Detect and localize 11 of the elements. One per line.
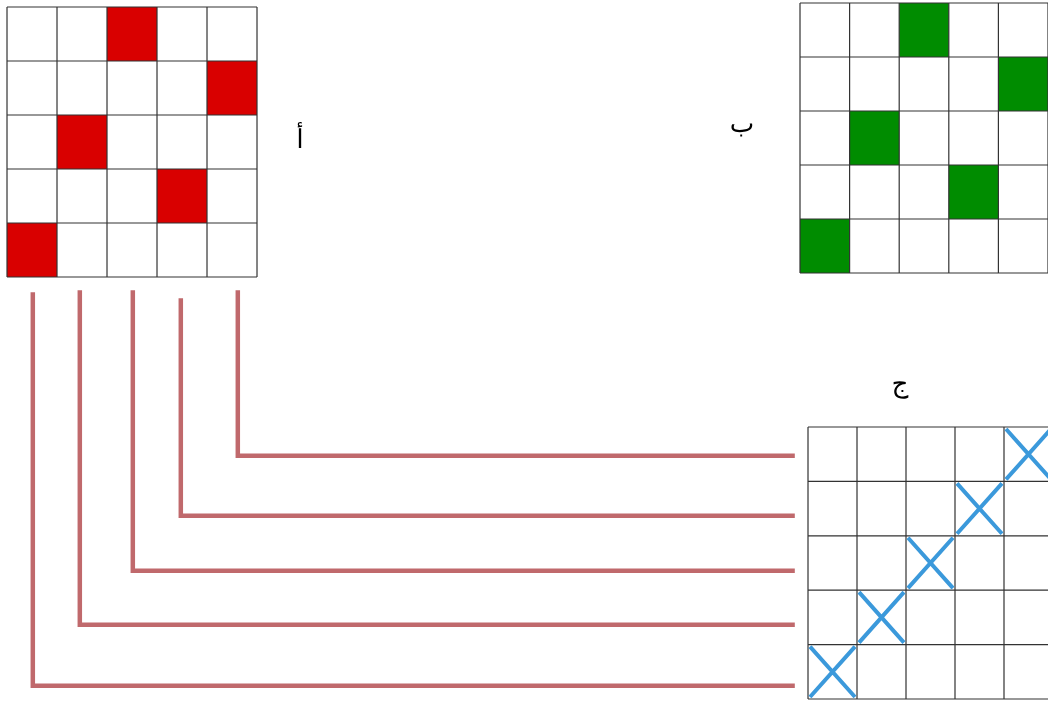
grid-drawing bbox=[6, 6, 258, 278]
connector-line bbox=[235, 290, 795, 459]
grid-letter: ب bbox=[731, 123, 753, 137]
grid-letter: ج bbox=[893, 381, 909, 399]
grid-drawing bbox=[807, 426, 1048, 700]
connector-line bbox=[178, 298, 795, 519]
connector-line bbox=[77, 290, 795, 628]
connector-line bbox=[30, 292, 795, 689]
grid-drawing bbox=[799, 2, 1048, 274]
connector-line bbox=[130, 290, 795, 574]
grid-letter: أ bbox=[297, 122, 303, 148]
